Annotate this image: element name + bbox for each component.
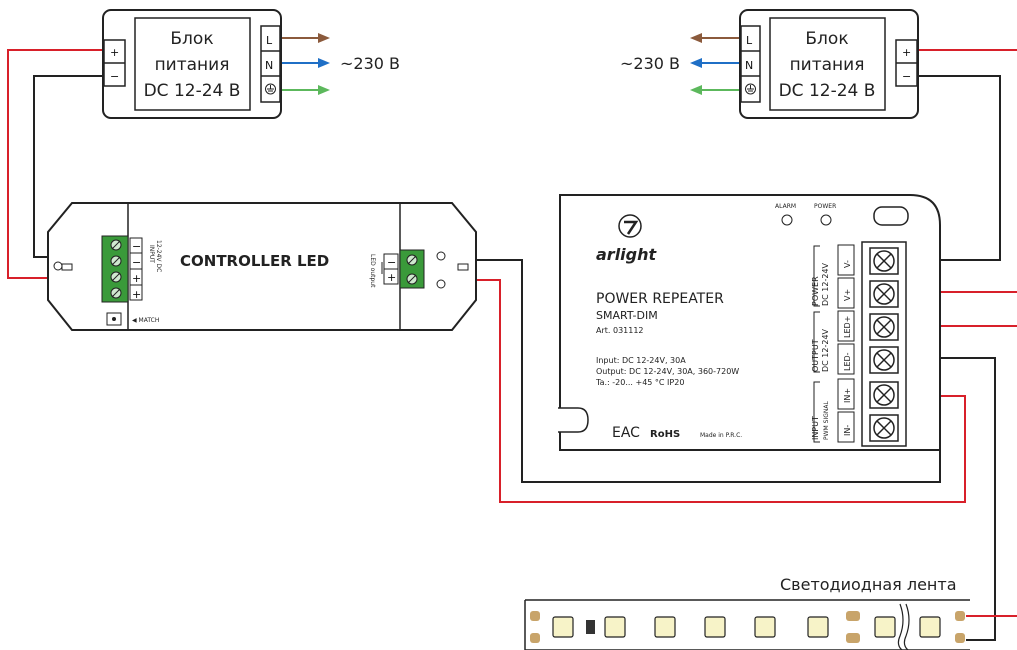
group-output-2: DC 12-24V (821, 328, 830, 372)
ground-icon (265, 83, 276, 95)
screw-icon (406, 254, 418, 285)
alarm-label: ALARM (775, 203, 796, 210)
psu-left: + − Блок питания DC 12-24 В L N (102, 9, 282, 119)
terminal-led-plus: LED+ (843, 316, 852, 338)
psu-left-title-2: питания (155, 55, 230, 75)
mains-label-right: ~230 В (620, 54, 680, 73)
controller: − − + + INPUT 12-24V DC CONTROLLER LED ◀… (47, 202, 477, 331)
mains-arrows-right (690, 33, 740, 95)
group-input-1: INPUT (811, 416, 820, 440)
controller-name: CONTROLLER LED (180, 252, 329, 270)
power-repeater: arlight ALARM POWER POWER REPEATER SMART… (558, 194, 941, 451)
repeater-spec-1: Input: DC 12-24V, 30A (596, 356, 686, 365)
psu-right-term-n: N (745, 59, 753, 72)
screw-icon (110, 239, 122, 299)
psu-right-title-2: питания (790, 55, 865, 75)
group-output-1: OUTPUT (811, 339, 820, 372)
repeater-spec-2: Output: DC 12-24V, 30A, 360-720W (596, 367, 739, 376)
wire-ctrl-out-red (424, 279, 966, 503)
strip-label: Светодиодная лента (780, 575, 957, 594)
wires (7, 49, 1017, 641)
terminal-in-plus: IN+ (843, 388, 852, 403)
arlight-logo: arlight (596, 214, 658, 264)
group-input-2: PWM SIGNAL (823, 401, 830, 440)
group-power-2: DC 12-24V (821, 262, 830, 306)
wire-psu-right-minus (906, 75, 1001, 261)
resistor-icon (586, 620, 595, 634)
repeater-model: SMART-DIM (596, 309, 658, 322)
psu-left-title-3: DC 12-24 В (144, 81, 241, 101)
terminal-v-minus: V- (843, 260, 852, 268)
alarm-led (781, 214, 793, 226)
psu-right-title-1: Блок (805, 29, 848, 49)
psu-left-term-l: L (266, 34, 273, 47)
repeater-spec-3: Ta.: -20... +45 °C IP20 (595, 378, 684, 387)
ctrl-term-4: + (132, 288, 141, 301)
screw-icon (869, 247, 899, 442)
match-label: ◀ MATCH (132, 317, 159, 324)
power-led (820, 214, 832, 226)
controller-input-volt: 12-24V DC (155, 240, 162, 272)
psu-right: L N Блок питания DC 12-24 В + − (739, 9, 919, 119)
group-power-1: POWER (811, 276, 820, 306)
psu-left-title-1: Блок (170, 29, 213, 49)
made-label: Made in P.R.C. (700, 432, 742, 439)
psu-left-plus: + (110, 46, 119, 59)
arlight-logo-text: arlight (596, 245, 658, 264)
rohs-mark: RoHS (650, 429, 680, 440)
eac-mark: EAC (612, 425, 640, 441)
repeater-art: Art. 031112 (596, 326, 644, 335)
psu-right-minus: − (902, 70, 911, 83)
ctrl-term-3: + (132, 272, 141, 285)
controller-input-label: INPUT (148, 245, 155, 263)
power-label: POWER (814, 203, 836, 210)
terminal-v-plus: V+ (843, 289, 852, 301)
psu-right-title-3: DC 12-24 В (779, 81, 876, 101)
mains-arrows-left (280, 33, 330, 95)
psu-right-plus: + (902, 46, 911, 59)
ctrl-out-minus: − (387, 256, 396, 269)
ctrl-term-2: − (132, 256, 141, 269)
ground-icon (745, 83, 756, 95)
psu-left-term-n: N (265, 59, 273, 72)
controller-output-label: LED output (369, 254, 376, 288)
repeater-name: POWER REPEATER (596, 291, 724, 307)
ctrl-out-plus: + (387, 271, 396, 284)
terminal-in-minus: IN- (843, 425, 852, 436)
repeater-terminal-block (861, 241, 907, 447)
terminal-led-minus: LED- (843, 352, 852, 371)
psu-right-term-l: L (746, 34, 753, 47)
mains-label-left: ~230 В (340, 54, 400, 73)
led-strip (524, 599, 970, 650)
ctrl-term-1: − (132, 240, 141, 253)
wire-led-minus (906, 357, 996, 641)
psu-left-minus: − (110, 70, 119, 83)
